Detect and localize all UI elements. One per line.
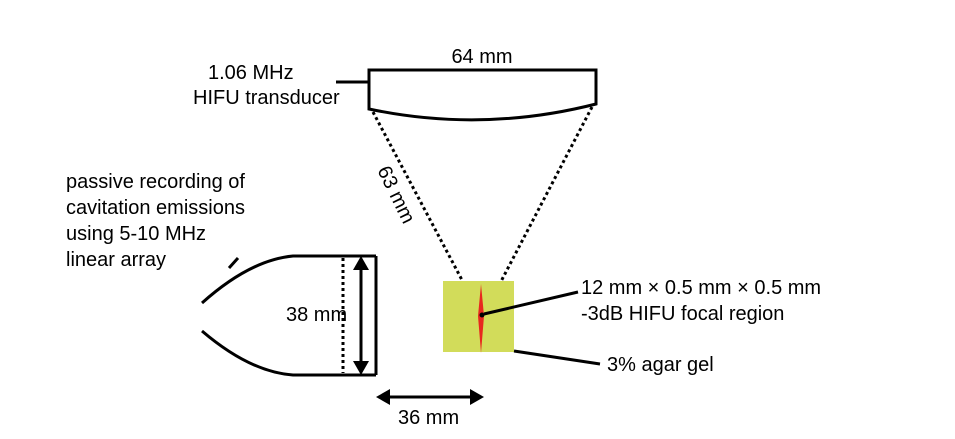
aperture-label: 64 mm (451, 46, 512, 68)
beam-right-edge (482, 106, 594, 315)
gel-leader-line (513, 349, 601, 366)
focal-length-label: 63 mm (373, 163, 420, 228)
passive-recording-label-line4: linear array (66, 249, 166, 271)
separation-label: 36 mm (398, 407, 459, 429)
transducer-frequency-label: 1.06 MHz (208, 62, 294, 84)
focal-region-label: -3dB HIFU focal region (581, 303, 784, 325)
array-width-dimension-arrow (353, 256, 369, 375)
passive-recording-label-line1: passive recording of (66, 171, 245, 193)
focal-region-leader (483, 290, 579, 316)
separation-dimension-arrow (376, 389, 484, 405)
linear-array-probe (200, 254, 378, 377)
focal-point-marker (479, 312, 485, 318)
passive-recording-label-line3: using 5-10 MHz (66, 223, 206, 245)
focal-dimensions-label: 12 mm × 0.5 mm × 0.5 mm (581, 277, 821, 299)
array-width-label: 38 mm (286, 304, 347, 326)
hifu-transducer (367, 68, 598, 122)
probe-leader-line (227, 256, 240, 270)
hifu-focal-region (478, 284, 484, 353)
transducer-name-label: HIFU transducer (193, 87, 340, 109)
passive-recording-label-line2: cavitation emissions (66, 197, 245, 219)
agar-gel-label: 3% agar gel (607, 354, 714, 376)
beam-left-edge (371, 111, 482, 315)
